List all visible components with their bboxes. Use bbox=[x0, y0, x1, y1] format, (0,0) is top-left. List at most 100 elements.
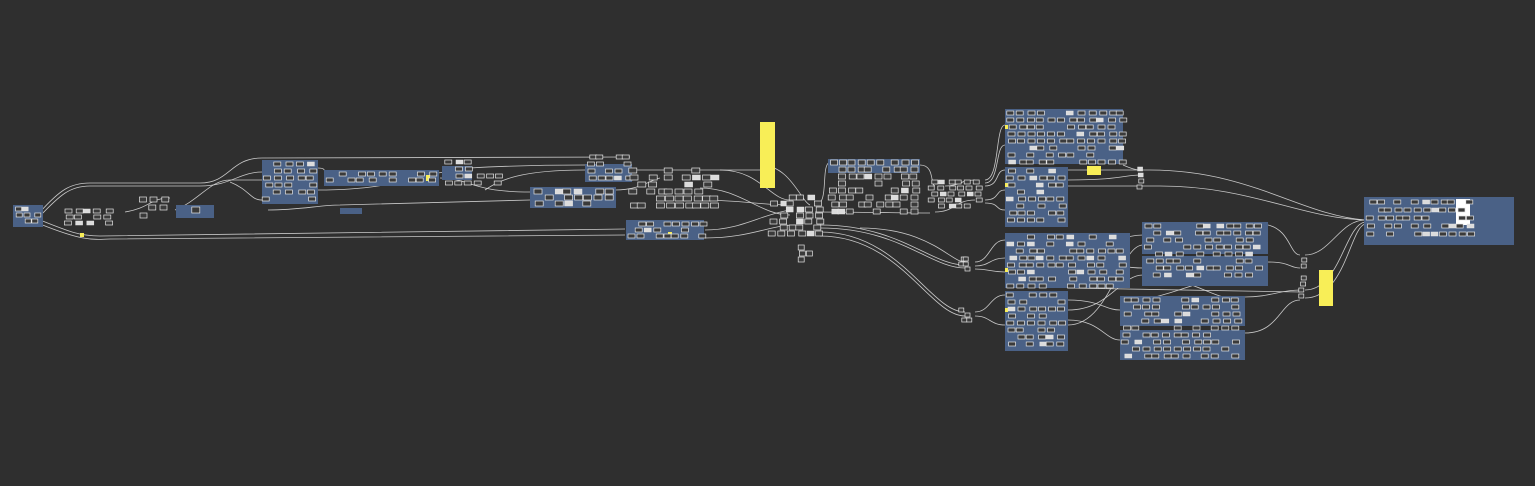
node-icon[interactable] bbox=[1216, 230, 1225, 236]
node-icon[interactable] bbox=[1223, 318, 1231, 324]
node-icon[interactable] bbox=[1196, 251, 1205, 257]
node-icon[interactable] bbox=[1395, 215, 1404, 221]
node-icon[interactable] bbox=[910, 194, 919, 201]
node-icon[interactable] bbox=[574, 194, 583, 201]
node-icon[interactable] bbox=[1225, 265, 1234, 271]
node-icon[interactable] bbox=[1119, 117, 1128, 123]
node-icon[interactable] bbox=[1142, 304, 1150, 310]
node-icon[interactable] bbox=[1458, 215, 1466, 221]
node-icon[interactable] bbox=[1027, 283, 1036, 289]
node-icon[interactable] bbox=[806, 230, 815, 237]
node-icon[interactable] bbox=[1109, 110, 1118, 116]
node-icon[interactable] bbox=[1058, 255, 1067, 261]
node-icon[interactable] bbox=[698, 233, 707, 239]
node-icon[interactable] bbox=[1174, 318, 1183, 324]
node-icon[interactable] bbox=[1099, 269, 1108, 275]
node-icon[interactable] bbox=[1245, 223, 1254, 229]
node-icon[interactable] bbox=[948, 179, 956, 185]
node-icon[interactable] bbox=[1035, 124, 1044, 130]
node-icon[interactable] bbox=[1017, 217, 1025, 223]
node-icon[interactable] bbox=[1039, 341, 1048, 347]
node-icon[interactable] bbox=[1049, 320, 1058, 326]
node-icon[interactable] bbox=[1431, 207, 1439, 213]
node-icon[interactable] bbox=[1210, 325, 1219, 331]
node-icon[interactable] bbox=[1234, 318, 1243, 324]
node-icon[interactable] bbox=[388, 177, 397, 183]
node-icon[interactable] bbox=[876, 201, 885, 208]
node-icon[interactable] bbox=[1115, 110, 1124, 116]
node-icon[interactable] bbox=[1180, 332, 1189, 338]
node-icon[interactable] bbox=[1153, 230, 1162, 236]
node-icon[interactable] bbox=[455, 159, 464, 165]
node-icon[interactable] bbox=[1222, 297, 1230, 303]
node-icon[interactable] bbox=[1077, 138, 1085, 144]
node-icon[interactable] bbox=[1069, 248, 1078, 254]
node-icon[interactable] bbox=[1027, 117, 1035, 123]
node-icon[interactable] bbox=[1365, 215, 1374, 221]
node-icon[interactable] bbox=[829, 187, 837, 194]
node-icon[interactable] bbox=[1077, 117, 1085, 123]
node-icon[interactable] bbox=[1045, 152, 1054, 158]
node-icon[interactable] bbox=[1235, 244, 1243, 250]
node-icon[interactable] bbox=[1038, 159, 1047, 165]
node-icon[interactable] bbox=[1386, 231, 1394, 237]
node-icon[interactable] bbox=[692, 202, 701, 209]
node-icon[interactable] bbox=[693, 195, 703, 202]
node-icon[interactable] bbox=[901, 187, 909, 194]
node-icon[interactable] bbox=[847, 159, 856, 166]
node-icon[interactable] bbox=[815, 230, 823, 237]
node-icon[interactable] bbox=[1146, 237, 1155, 243]
node-icon[interactable] bbox=[788, 194, 797, 201]
node-icon[interactable] bbox=[882, 166, 891, 173]
node-icon[interactable] bbox=[588, 175, 597, 181]
node-icon[interactable] bbox=[1058, 320, 1066, 326]
node-icon[interactable] bbox=[1046, 255, 1055, 261]
node-icon[interactable] bbox=[1384, 223, 1393, 229]
node-icon[interactable] bbox=[1120, 339, 1129, 345]
node-icon[interactable] bbox=[874, 180, 883, 187]
node-icon[interactable] bbox=[1467, 231, 1475, 237]
node-icon[interactable] bbox=[1007, 306, 1016, 312]
node-icon[interactable] bbox=[593, 194, 603, 201]
node-icon[interactable] bbox=[1231, 353, 1240, 359]
node-icon[interactable] bbox=[1057, 117, 1065, 123]
node-icon[interactable] bbox=[1016, 117, 1025, 123]
node-icon[interactable] bbox=[605, 175, 614, 181]
node-icon[interactable] bbox=[1183, 244, 1192, 250]
node-icon[interactable] bbox=[1108, 145, 1117, 151]
node-icon[interactable] bbox=[15, 212, 23, 218]
node-icon[interactable] bbox=[1017, 306, 1026, 312]
node-icon[interactable] bbox=[804, 218, 813, 225]
node-icon[interactable] bbox=[815, 212, 823, 219]
node-icon[interactable] bbox=[1224, 244, 1232, 250]
node-icon[interactable] bbox=[680, 233, 689, 239]
node-icon[interactable] bbox=[1008, 341, 1016, 347]
node-icon[interactable] bbox=[1087, 138, 1095, 144]
node-icon[interactable] bbox=[1037, 131, 1045, 137]
node-icon[interactable] bbox=[1015, 248, 1024, 254]
node-icon[interactable] bbox=[408, 177, 416, 183]
node-icon[interactable] bbox=[961, 317, 968, 323]
node-icon[interactable] bbox=[82, 208, 91, 214]
node-icon[interactable] bbox=[308, 196, 316, 202]
node-icon[interactable] bbox=[286, 175, 294, 181]
node-icon[interactable] bbox=[274, 175, 282, 181]
node-icon[interactable] bbox=[1097, 255, 1106, 261]
node-icon[interactable] bbox=[1027, 131, 1036, 137]
node-icon[interactable] bbox=[874, 173, 883, 180]
node-icon[interactable] bbox=[1205, 244, 1213, 250]
node-icon[interactable] bbox=[564, 194, 573, 201]
node-icon[interactable] bbox=[863, 201, 872, 208]
node-icon[interactable] bbox=[429, 171, 438, 177]
node-icon[interactable] bbox=[1386, 215, 1394, 221]
node-icon[interactable] bbox=[663, 167, 673, 174]
node-icon[interactable] bbox=[805, 212, 814, 219]
node-icon[interactable] bbox=[1028, 276, 1037, 282]
node-icon[interactable] bbox=[1394, 223, 1402, 229]
node-icon[interactable] bbox=[636, 202, 646, 209]
node-icon[interactable] bbox=[1172, 258, 1181, 264]
node-icon[interactable] bbox=[1231, 304, 1240, 310]
node-icon[interactable] bbox=[1377, 199, 1385, 205]
node-icon[interactable] bbox=[1038, 196, 1046, 202]
node-icon[interactable] bbox=[1088, 234, 1097, 240]
